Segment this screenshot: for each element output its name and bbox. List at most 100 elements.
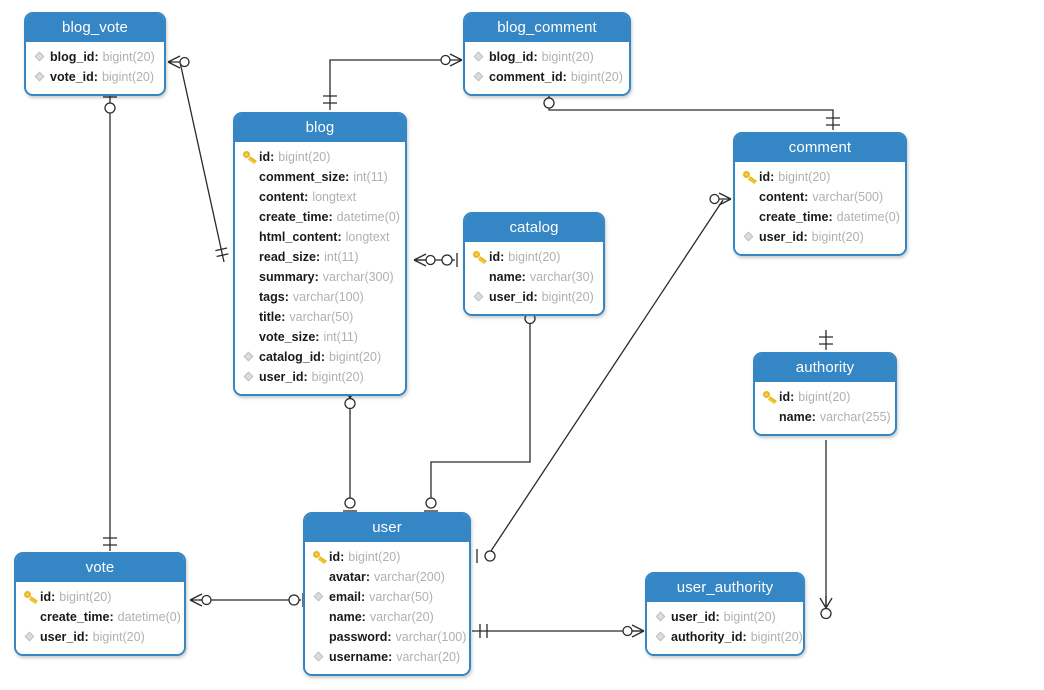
field-type: bigint(20) [311, 370, 364, 384]
field-colon: : [360, 590, 366, 604]
field-name: username [329, 650, 389, 664]
field-type: bigint(20) [102, 50, 155, 64]
field-colon: : [533, 290, 538, 304]
field-type: varchar(20) [396, 650, 461, 664]
field-blog-id[interactable]: id: bigint(20) [242, 147, 396, 167]
field-spacer-icon [242, 267, 259, 287]
field-comment-id[interactable]: id: bigint(20) [742, 167, 896, 187]
field-blog-content[interactable]: content: longtext [242, 187, 396, 207]
entity-blog_comment[interactable]: blog_comment blog_id: bigint(20) comment… [463, 12, 631, 96]
card-exactly-one-blog_comment-comment [826, 117, 840, 126]
field-blog-tags[interactable]: tags: varchar(100) [242, 287, 396, 307]
field-colon: : [340, 550, 345, 564]
field-colon: : [337, 230, 342, 244]
field-blog_comment-comment_id[interactable]: comment_id: bigint(20) [472, 67, 623, 87]
field-comment-create_time[interactable]: create_time: datetime(0) [742, 207, 900, 227]
field-blog_vote-blog_id[interactable]: blog_id: bigint(20) [33, 47, 155, 67]
field-name: user_id [259, 370, 304, 384]
primary-key-icon [472, 247, 489, 267]
field-blog_comment-blog_id[interactable]: blog_id: bigint(20) [472, 47, 620, 67]
entity-vote[interactable]: vote id: bigint(20) create_time: datetim… [14, 552, 186, 656]
field-colon: : [345, 170, 350, 184]
field-vote-id[interactable]: id: bigint(20) [23, 587, 175, 607]
field-blog-read_size[interactable]: read_size: int(11) [242, 247, 396, 267]
field-type: varchar(50) [369, 590, 434, 604]
foreign-key-icon [472, 287, 489, 307]
primary-key-icon [312, 547, 329, 567]
field-user-id[interactable]: id: bigint(20) [312, 547, 460, 567]
field-catalog-user_id[interactable]: user_id: bigint(20) [472, 287, 594, 307]
foreign-key-icon [33, 67, 50, 87]
field-type: int(11) [324, 250, 359, 264]
field-colon: : [770, 170, 775, 184]
field-user-name[interactable]: name: varchar(20) [312, 607, 460, 627]
edge-blog_comment-comment [548, 96, 834, 130]
field-type: bigint(20) [798, 390, 851, 404]
field-vote-create_time[interactable]: create_time: datetime(0) [23, 607, 181, 627]
field-name: create_time [259, 210, 329, 224]
field-spacer-icon [242, 327, 259, 347]
field-blog-summary[interactable]: summary: varchar(300) [242, 267, 396, 287]
field-type: varchar(300) [322, 270, 394, 284]
field-comment-user_id[interactable]: user_id: bigint(20) [742, 227, 896, 247]
field-user_authority-user_id[interactable]: user_id: bigint(20) [654, 607, 794, 627]
foreign-key-icon [312, 647, 329, 667]
field-name: user_id [40, 630, 85, 644]
field-colon: : [803, 230, 808, 244]
field-colon: : [804, 190, 809, 204]
entity-blog[interactable]: blog id: bigint(20) comment_size: int(11… [233, 112, 407, 396]
foreign-key-icon [654, 627, 671, 647]
entity-fields-blog: id: bigint(20) comment_size: int(11) con… [235, 142, 405, 394]
field-type: bigint(20) [101, 70, 155, 84]
entity-authority[interactable]: authority id: bigint(20) name: varchar(2… [753, 352, 897, 436]
field-name: id [40, 590, 52, 604]
entity-catalog[interactable]: catalog id: bigint(20) name: varchar(30)… [463, 212, 605, 316]
field-name: create_time [40, 610, 110, 624]
field-blog-title[interactable]: title: varchar(50) [242, 307, 396, 327]
field-colon: : [790, 390, 795, 404]
field-authority-id[interactable]: id: bigint(20) [762, 387, 886, 407]
entity-user_authority[interactable]: user_authority user_id: bigint(20) autho… [645, 572, 805, 656]
entity-comment[interactable]: comment id: bigint(20) content: varchar(… [733, 132, 907, 256]
entity-blog_vote[interactable]: blog_vote blog_id: bigint(20) vote_id: b… [24, 12, 166, 96]
field-blog-user_id[interactable]: user_id: bigint(20) [242, 367, 396, 387]
entity-fields-catalog: id: bigint(20) name: varchar(30) user_id… [465, 242, 603, 314]
field-vote-user_id[interactable]: user_id: bigint(20) [23, 627, 175, 647]
foreign-key-icon [242, 367, 259, 387]
field-catalog-id[interactable]: id: bigint(20) [472, 247, 594, 267]
foreign-key-icon [23, 627, 40, 647]
field-user_authority-authority_id[interactable]: authority_id: bigint(20) [654, 627, 803, 647]
field-colon: : [84, 630, 89, 644]
field-type: bigint(20) [811, 230, 864, 244]
field-name: create_time [759, 210, 829, 224]
entity-fields-blog_comment: blog_id: bigint(20) comment_id: bigint(2… [465, 42, 629, 94]
field-blog_vote-vote_id[interactable]: vote_id: bigint(20) [33, 67, 155, 87]
field-user-email[interactable]: email: varchar(50) [312, 587, 460, 607]
field-authority-name[interactable]: name: varchar(255) [762, 407, 891, 427]
field-type: varchar(100) [292, 290, 364, 304]
field-catalog-name[interactable]: name: varchar(30) [472, 267, 594, 287]
field-comment-content[interactable]: content: varchar(500) [742, 187, 896, 207]
field-blog-create_time[interactable]: create_time: datetime(0) [242, 207, 400, 227]
field-blog-catalog_id[interactable]: catalog_id: bigint(20) [242, 347, 396, 367]
field-name: html_content [259, 230, 338, 244]
field-colon: : [303, 370, 308, 384]
card-exactly-one-user-user_authority [479, 624, 488, 638]
entity-title-catalog: catalog [465, 214, 603, 242]
field-user-password[interactable]: password: varchar(100) [312, 627, 466, 647]
field-blog-html_content[interactable]: html_content: longtext [242, 227, 396, 247]
entity-fields-authority: id: bigint(20) name: varchar(255) [755, 382, 895, 434]
field-user-username[interactable]: username: varchar(20) [312, 647, 460, 667]
field-colon: : [500, 250, 505, 264]
field-blog-comment_size[interactable]: comment_size: int(11) [242, 167, 396, 187]
field-spacer-icon [312, 567, 329, 587]
primary-key-icon [762, 387, 779, 407]
field-name: name [329, 610, 362, 624]
edge-blog_comment-blog [329, 59, 450, 110]
field-colon: : [742, 630, 747, 644]
field-user-avatar[interactable]: avatar: varchar(200) [312, 567, 460, 587]
field-blog-vote_size[interactable]: vote_size: int(11) [242, 327, 396, 347]
entity-user[interactable]: user id: bigint(20) avatar: varchar(200)… [303, 512, 471, 676]
primary-key-icon [742, 167, 759, 187]
